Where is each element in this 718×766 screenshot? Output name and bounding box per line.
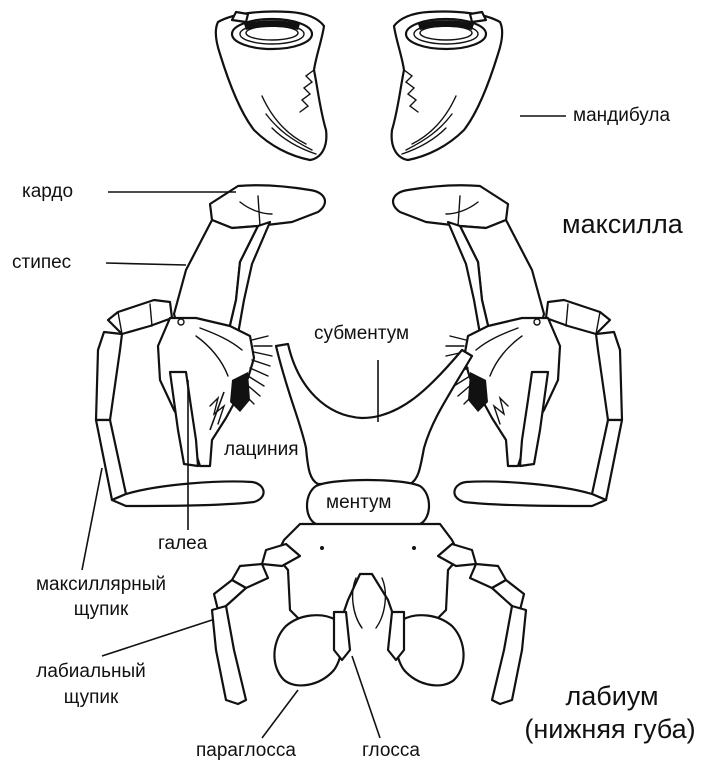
label-maksilla: максилла: [562, 211, 683, 238]
label-labial-palp-line1: лабиальный: [0, 662, 182, 681]
label-laciniya: лациния: [224, 440, 299, 459]
label-maxillary-palp-line2: щупик: [6, 600, 196, 619]
label-maxillary-palp-line1: максиллярный: [6, 575, 196, 594]
right-mandible: [392, 11, 503, 160]
left-mandible: [216, 11, 327, 160]
label-kardo: кардо: [22, 182, 73, 201]
label-glossa: глосса: [362, 741, 420, 760]
label-labial-palp-line2: щупик: [0, 688, 182, 707]
label-labium-line2: (нижняя губа): [502, 716, 718, 743]
label-stipes: стипес: [12, 253, 71, 272]
label-paraglossa: параглосса: [196, 741, 296, 760]
label-mandibula: мандибула: [573, 106, 670, 125]
label-mentum: ментум: [326, 493, 391, 512]
label-labium-line1: лабиум: [512, 683, 712, 710]
label-submentum: субментум: [314, 324, 409, 343]
label-galea: галеа: [158, 534, 207, 553]
